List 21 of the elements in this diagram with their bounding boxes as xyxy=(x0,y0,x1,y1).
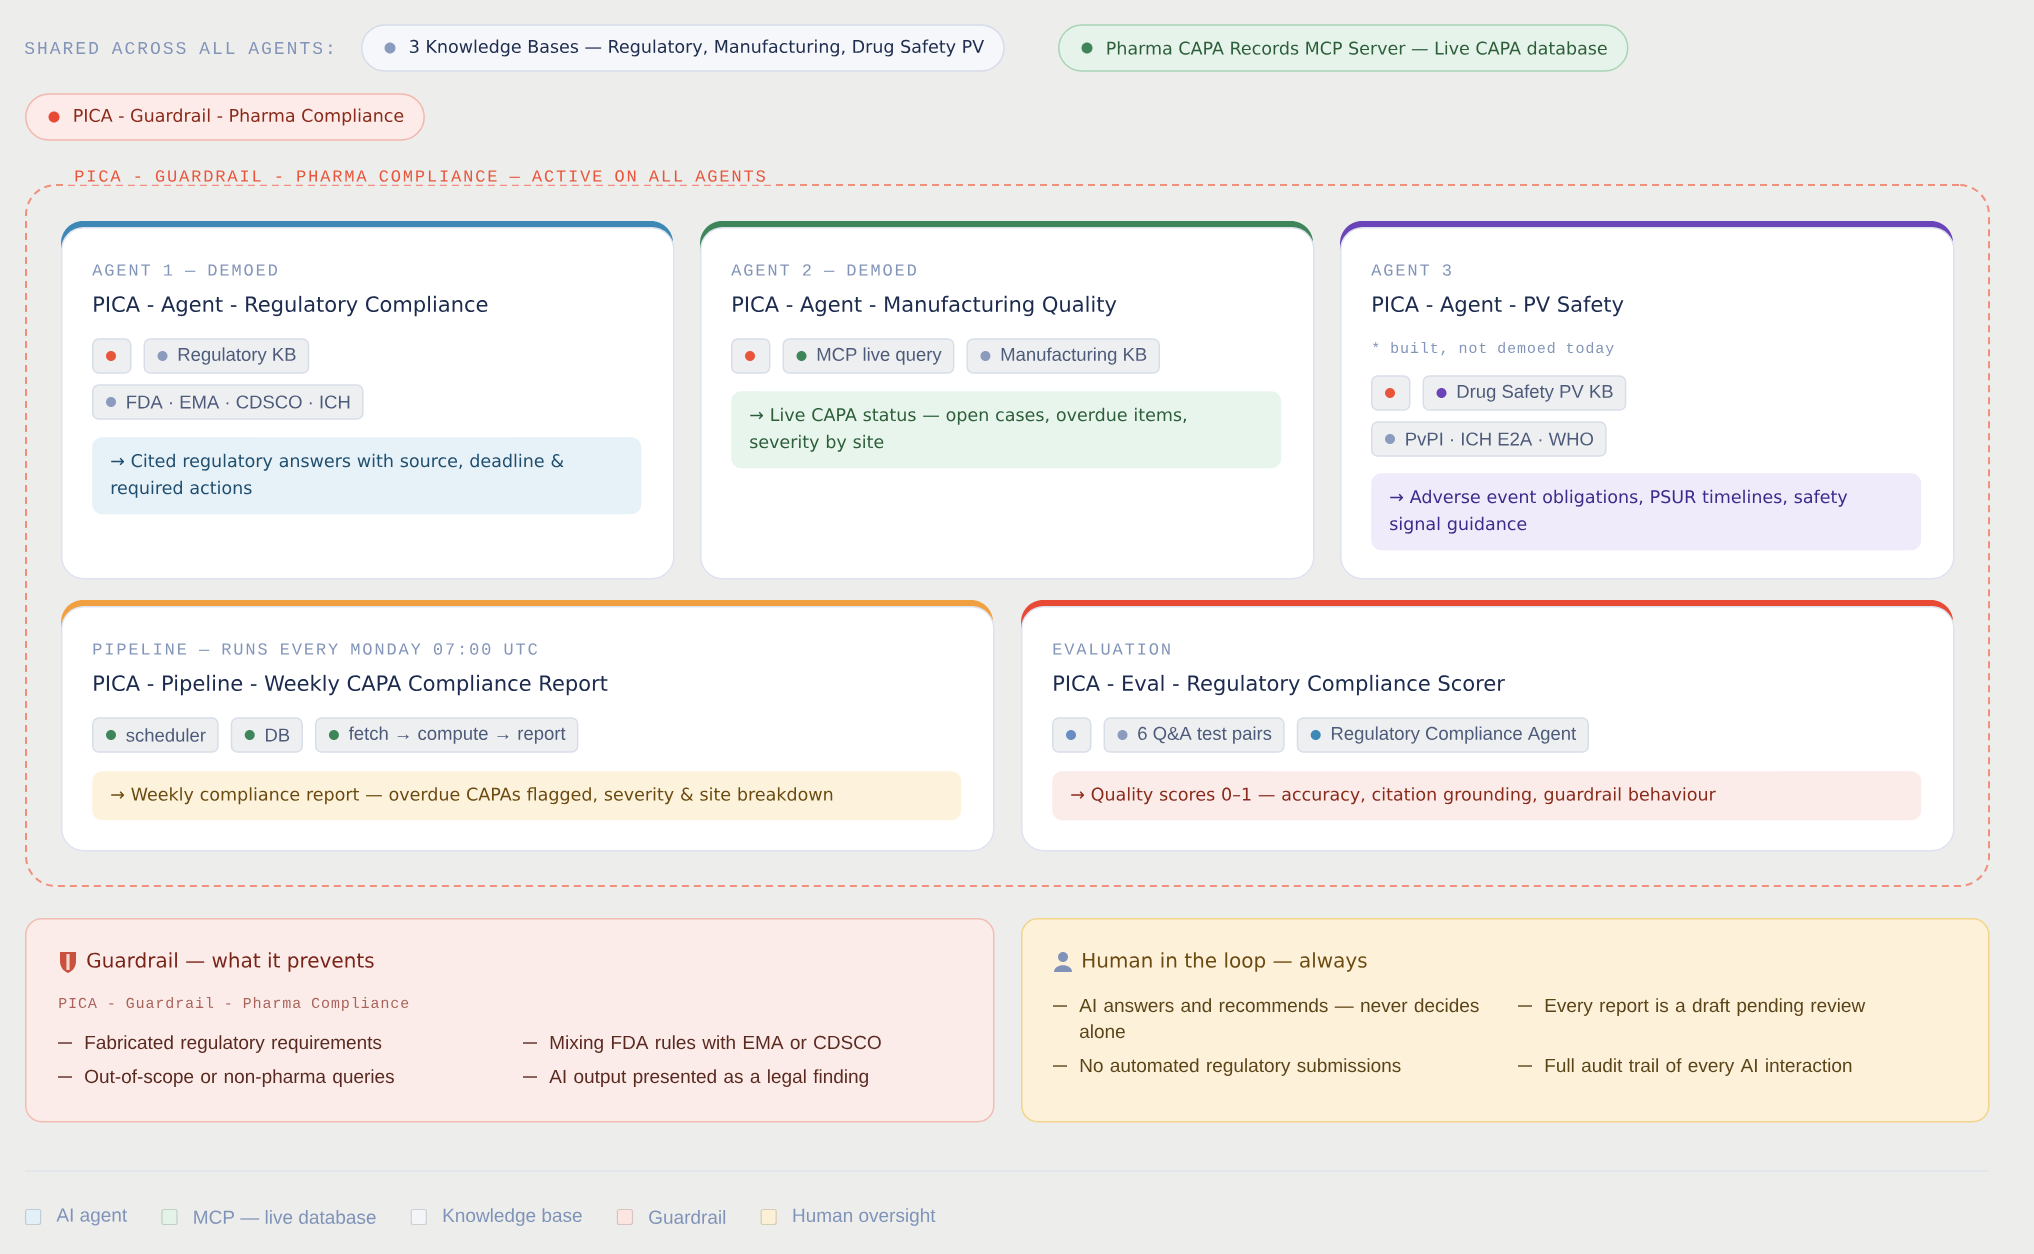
list-item: No automated regulatory submissions xyxy=(1080,1058,1401,1076)
panel-subtitle: PICA - Guardrail - Pharma Compliance xyxy=(59,997,409,1011)
list-item: Every report is a draft pending review xyxy=(1545,998,1866,1016)
section-label: SHARED ACROSS ALL AGENTS: xyxy=(24,41,332,55)
resource-pill: 3 Knowledge Bases — Regulatory, Manufacturing, Drug Safety PV xyxy=(361,24,1005,72)
list-item: Full audit trail of every AI interaction xyxy=(1545,1058,1852,1076)
resource-pill: Pharma CAPA Records MCP Server — Live CAPA database xyxy=(1058,24,1629,72)
resource-pill: PICA - Guardrail - Pharma Compliance xyxy=(25,93,425,141)
list-item: Fabricated regulatory requirements xyxy=(85,1035,382,1053)
legend-text: MCP — live database xyxy=(194,1210,376,1224)
list-item: AI output presented as a legal finding xyxy=(549,1069,868,1087)
list-item: Mixing FDA rules with EMA or CDSCO xyxy=(550,1035,881,1053)
legend-text: Human oversight xyxy=(793,1208,936,1226)
legend-text: AI agent xyxy=(56,1208,127,1226)
panel-heading: Guardrail — what it prevents xyxy=(87,952,374,972)
legend-text: Knowledge base xyxy=(443,1208,582,1226)
list-item: Out-of-scope or non-pharma queries xyxy=(85,1069,394,1087)
frame-heading: PICA - GUARDRAIL - PHARMA COMPLIANCE — ACTIVE ON ALL AGENTS xyxy=(68,167,772,185)
legend-text: Guardrail xyxy=(649,1210,726,1224)
panel-heading: Human in the loop — always xyxy=(1083,952,1367,972)
list-item: AI answers and recommends — never decides alone xyxy=(1079,998,1479,1039)
